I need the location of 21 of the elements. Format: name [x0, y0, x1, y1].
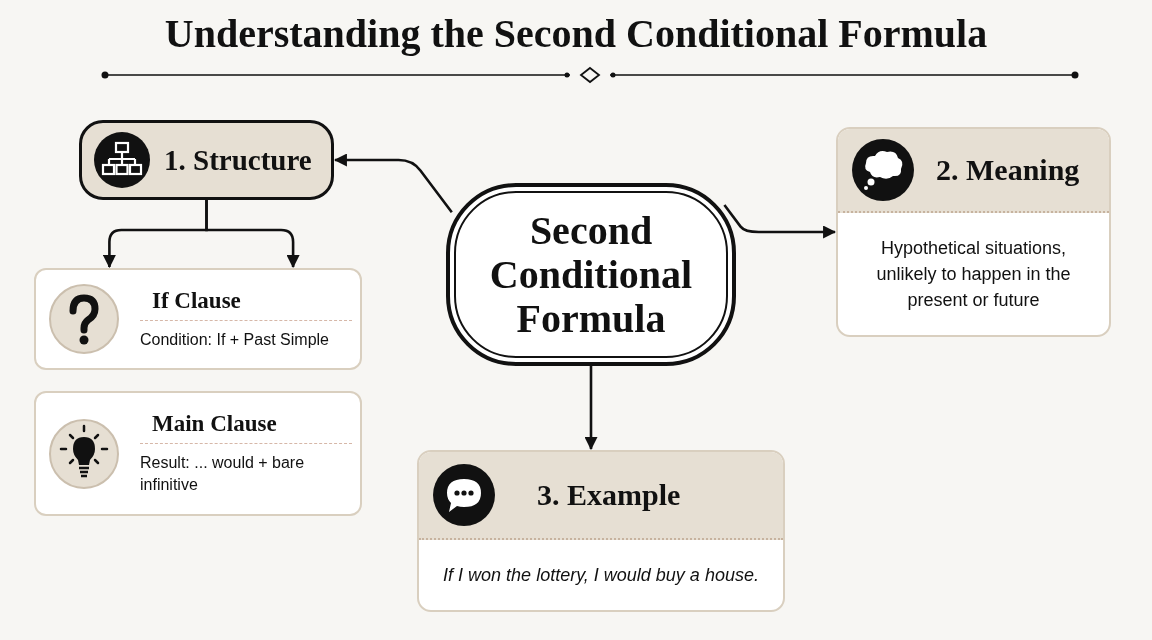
- arrow: [205, 200, 300, 269]
- clause-description: Result: ... would + bare infinitive: [140, 453, 306, 495]
- clause-description: Condition: If + Past Simple: [140, 329, 330, 350]
- clause-heading: Main Clause: [140, 411, 352, 445]
- arrow: [723, 204, 837, 239]
- section-card: [836, 127, 1111, 337]
- central-rounded-box: [446, 183, 736, 366]
- card-description: Hypothetical situations, unlikely to happen in the present or future: [875, 236, 1072, 313]
- clause-heading: If Clause: [140, 287, 352, 321]
- arrow: [333, 153, 453, 214]
- clause-card: [34, 268, 362, 370]
- section-card: [417, 450, 785, 612]
- diagram-title: Understanding the Second Conditional Formula: [163, 10, 989, 57]
- central-title: Second Conditional Formula: [488, 208, 694, 341]
- arrow: [584, 366, 598, 451]
- section-pill: [79, 120, 334, 200]
- section-title: 1. Structure: [164, 143, 312, 177]
- section-title: 2. Meaning: [936, 153, 1080, 187]
- clause-card: [34, 391, 362, 516]
- example-sentence: If I won the lottery, I would buy a house.: [442, 563, 760, 587]
- section-title: 3. Example: [537, 478, 681, 512]
